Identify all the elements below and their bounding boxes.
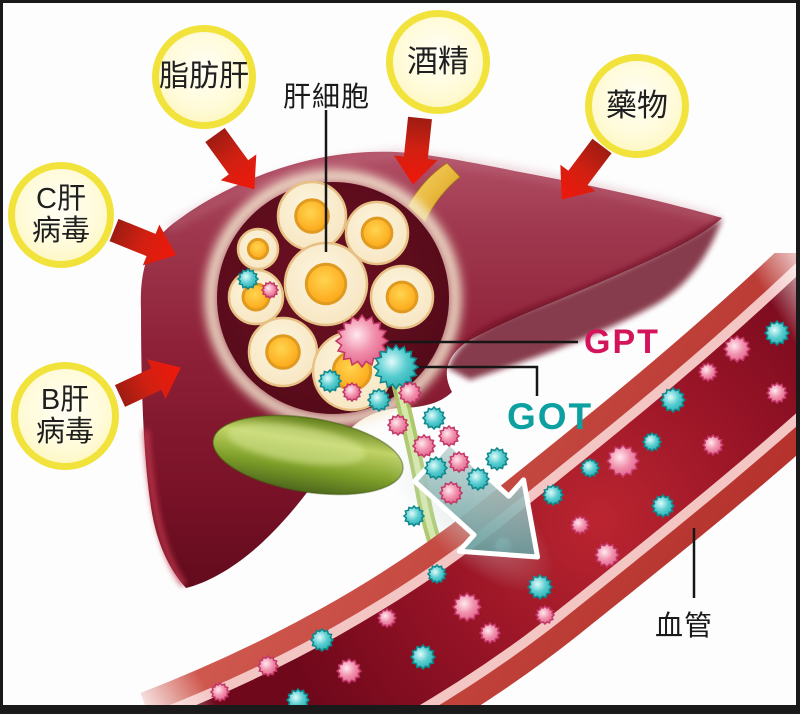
bubble-fatty-liver: 脂肪肝 [152, 25, 256, 129]
gpt-particle-icon [209, 681, 231, 703]
cell-nucleus [265, 334, 301, 370]
gpt-particle-icon [334, 313, 390, 369]
got-particle-icon [650, 493, 676, 519]
hepatocyte-cell [247, 316, 319, 388]
arrow-hepatitis-c-icon [109, 218, 177, 266]
bubble-hepatitis-c: C肝 病毒 [8, 162, 114, 268]
gpt-particle-icon [341, 381, 363, 403]
hepatocyte-cell [276, 180, 348, 252]
gpt-particle-icon [701, 433, 725, 457]
frame-border-right [796, 0, 800, 714]
got-particle-icon [426, 563, 448, 585]
arrow-fatty-liver-icon [205, 127, 257, 190]
gpt-particle-icon [411, 433, 437, 459]
gpt-particle-icon [376, 607, 398, 629]
gpt-particle-icon [386, 413, 410, 437]
got-particle-icon [309, 627, 335, 653]
leader-lines [324, 110, 696, 598]
hepatocyte-cell [236, 227, 280, 271]
gpt-particle-icon [697, 361, 719, 383]
gallbladder-highlight [227, 423, 366, 465]
bubble-hepatitis-b: B肝 病毒 [11, 362, 119, 470]
got-particle-icon [465, 466, 491, 492]
arrow-alcohol-icon [393, 116, 438, 185]
gpt-particle-icon [447, 450, 471, 474]
hepatocyte-cell [344, 200, 410, 266]
cell-nucleus [294, 198, 330, 234]
got-particle-icon [423, 455, 449, 481]
got-particle-icon [641, 431, 663, 453]
leaking-enzyme-particles [236, 267, 510, 528]
got-particle-icon [317, 368, 343, 394]
gpt-particle-icon [722, 334, 752, 364]
bubble-alcohol-label: 酒精 [407, 43, 469, 79]
gpt-particle-icon [605, 443, 641, 479]
got-label: GOT [507, 396, 594, 437]
got-particle-icon [659, 386, 687, 414]
gpt-particle-icon [437, 424, 461, 448]
gpt-particle-icon [397, 380, 423, 406]
got-particle-icon [421, 405, 447, 431]
hepatocyte-cell [283, 241, 369, 327]
hepatocyte-label: 肝細胞 [283, 81, 371, 112]
cluster-glow-ring [204, 169, 462, 427]
gpt-particle-icon [335, 657, 363, 685]
gpt-particle-icon [569, 514, 591, 536]
bubble-fatty-liver-label: 脂肪肝 [159, 60, 249, 94]
hepatocyte-cells [227, 180, 435, 412]
bubble-drugs: 藥物 [585, 54, 689, 158]
gpt-label: GPT [584, 323, 660, 361]
gpt-particle-icon [534, 604, 556, 626]
gpt-particle-icon [451, 591, 483, 623]
gpt-particle-icon [478, 621, 502, 645]
frame-border-bottom [0, 705, 800, 714]
arrow-hepatitis-b-icon [114, 359, 181, 407]
arrow-drugs-icon [560, 138, 612, 200]
got-leader-line [400, 365, 539, 396]
cause-arrows [109, 116, 612, 407]
gpt-particle-icon [260, 280, 280, 300]
cell-nucleus [385, 280, 419, 314]
bubble-hepatitis-c-line2: 病毒 [31, 215, 90, 247]
gpt-particle-icon [593, 541, 621, 569]
got-particle-icon [579, 457, 601, 479]
frame-border-top [0, 0, 800, 3]
bubble-hepatitis-c-line1: C肝 [36, 182, 86, 215]
blood-vessel-label: 血管 [655, 610, 714, 641]
got-particle-icon [236, 267, 260, 291]
bubble-alcohol: 酒精 [386, 10, 490, 114]
liver-left-edge-highlight [143, 429, 187, 587]
frame-border-left [0, 0, 3, 714]
bubble-drugs-label: 藥物 [606, 87, 668, 123]
liver-top-rim-highlight [168, 151, 719, 230]
cell-nucleus [360, 216, 394, 250]
gpt-particle-icon [765, 381, 789, 405]
bubble-hepatitis-b-line1: B肝 [40, 383, 90, 416]
got-particle-icon [763, 319, 791, 347]
hepatocyte-cell [369, 264, 435, 330]
cell-nucleus [304, 262, 348, 306]
liver-underside-shadow [448, 218, 722, 380]
gpt-particle-icon [256, 654, 280, 678]
bubble-hepatitis-b-line2: 病毒 [35, 416, 94, 448]
got-particle-icon [372, 343, 420, 391]
gpt-particle-icon [438, 480, 464, 506]
got-particle-icon [541, 483, 565, 507]
got-particle-icon [402, 504, 426, 528]
got-particle-icon [409, 643, 437, 671]
got-particle-icon [484, 446, 510, 472]
cell-nucleus [246, 237, 270, 261]
got-particle-icon [366, 387, 392, 413]
